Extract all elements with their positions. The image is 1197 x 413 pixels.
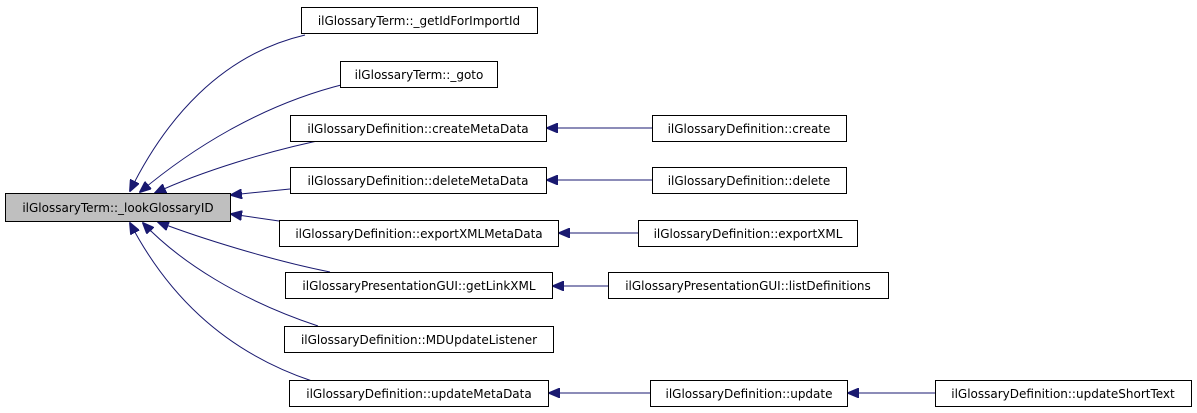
node-label: ilGlossaryDefinition::deleteMetaData <box>308 174 529 188</box>
node-label: ilGlossaryPresentationGUI::getLinkXML <box>302 279 535 293</box>
edge-MDUpdateListener-to-root <box>143 223 319 327</box>
node-label: ilGlossaryDefinition::createMetaData <box>307 122 528 136</box>
node-label: ilGlossaryDefinition::update <box>665 387 832 401</box>
node-label: ilGlossaryTerm::_lookGlossaryID <box>22 201 213 215</box>
edges <box>130 34 935 393</box>
node-listDefinitions[interactable]: ilGlossaryPresentationGUI::listDefinitio… <box>608 272 889 299</box>
node-update[interactable]: ilGlossaryDefinition::update <box>650 380 848 407</box>
node-label: ilGlossaryDefinition::MDUpdateListener <box>301 333 537 347</box>
node-delete[interactable]: ilGlossaryDefinition::delete <box>652 167 847 194</box>
edge-getIdForImportId-to-root <box>130 34 306 191</box>
node-createMetaData[interactable]: ilGlossaryDefinition::createMetaData <box>290 115 547 142</box>
edge-exportXMLMetaData-to-root <box>231 214 280 222</box>
node-label: ilGlossaryDefinition::updateShortText <box>951 387 1175 401</box>
node-label: ilGlossaryDefinition::delete <box>668 174 831 188</box>
edge-deleteMetaData-to-root <box>231 188 291 195</box>
edge-getLinkXML-to-root <box>158 222 331 273</box>
node-getIdForImportId[interactable]: ilGlossaryTerm::_getIdForImportId <box>301 7 538 34</box>
nodes: ilGlossaryTerm::_lookGlossaryID ilGlossa… <box>5 7 1192 407</box>
node-MDUpdateListener[interactable]: ilGlossaryDefinition::MDUpdateListener <box>284 326 554 353</box>
node-exportXMLMetaData[interactable]: ilGlossaryDefinition::exportXMLMetaData <box>279 220 559 247</box>
node-label: ilGlossaryDefinition::exportXML <box>654 227 843 241</box>
node-getLinkXML[interactable]: ilGlossaryPresentationGUI::getLinkXML <box>285 272 553 299</box>
node-updateShortText[interactable]: ilGlossaryDefinition::updateShortText <box>935 380 1192 407</box>
node-label: ilGlossaryDefinition::exportXMLMetaData <box>295 227 542 241</box>
node-deleteMetaData[interactable]: ilGlossaryDefinition::deleteMetaData <box>290 167 547 194</box>
edge-createMetaData-to-root <box>155 137 333 193</box>
node-root[interactable]: ilGlossaryTerm::_lookGlossaryID <box>5 193 231 222</box>
edge-updateMetaData-to-root <box>130 223 313 382</box>
node-label: ilGlossaryTerm::_getIdForImportId <box>318 14 520 28</box>
node-exportXML[interactable]: ilGlossaryDefinition::exportXML <box>638 220 858 247</box>
node-label: ilGlossaryTerm::_goto <box>355 68 484 82</box>
node-updateMetaData[interactable]: ilGlossaryDefinition::updateMetaData <box>289 380 549 407</box>
edge-goto-to-root <box>140 83 346 192</box>
node-label: ilGlossaryDefinition::create <box>668 122 831 136</box>
node-label: ilGlossaryPresentationGUI::listDefinitio… <box>625 279 871 293</box>
node-goto[interactable]: ilGlossaryTerm::_goto <box>340 61 498 88</box>
node-create[interactable]: ilGlossaryDefinition::create <box>652 115 847 142</box>
node-label: ilGlossaryDefinition::updateMetaData <box>306 387 531 401</box>
